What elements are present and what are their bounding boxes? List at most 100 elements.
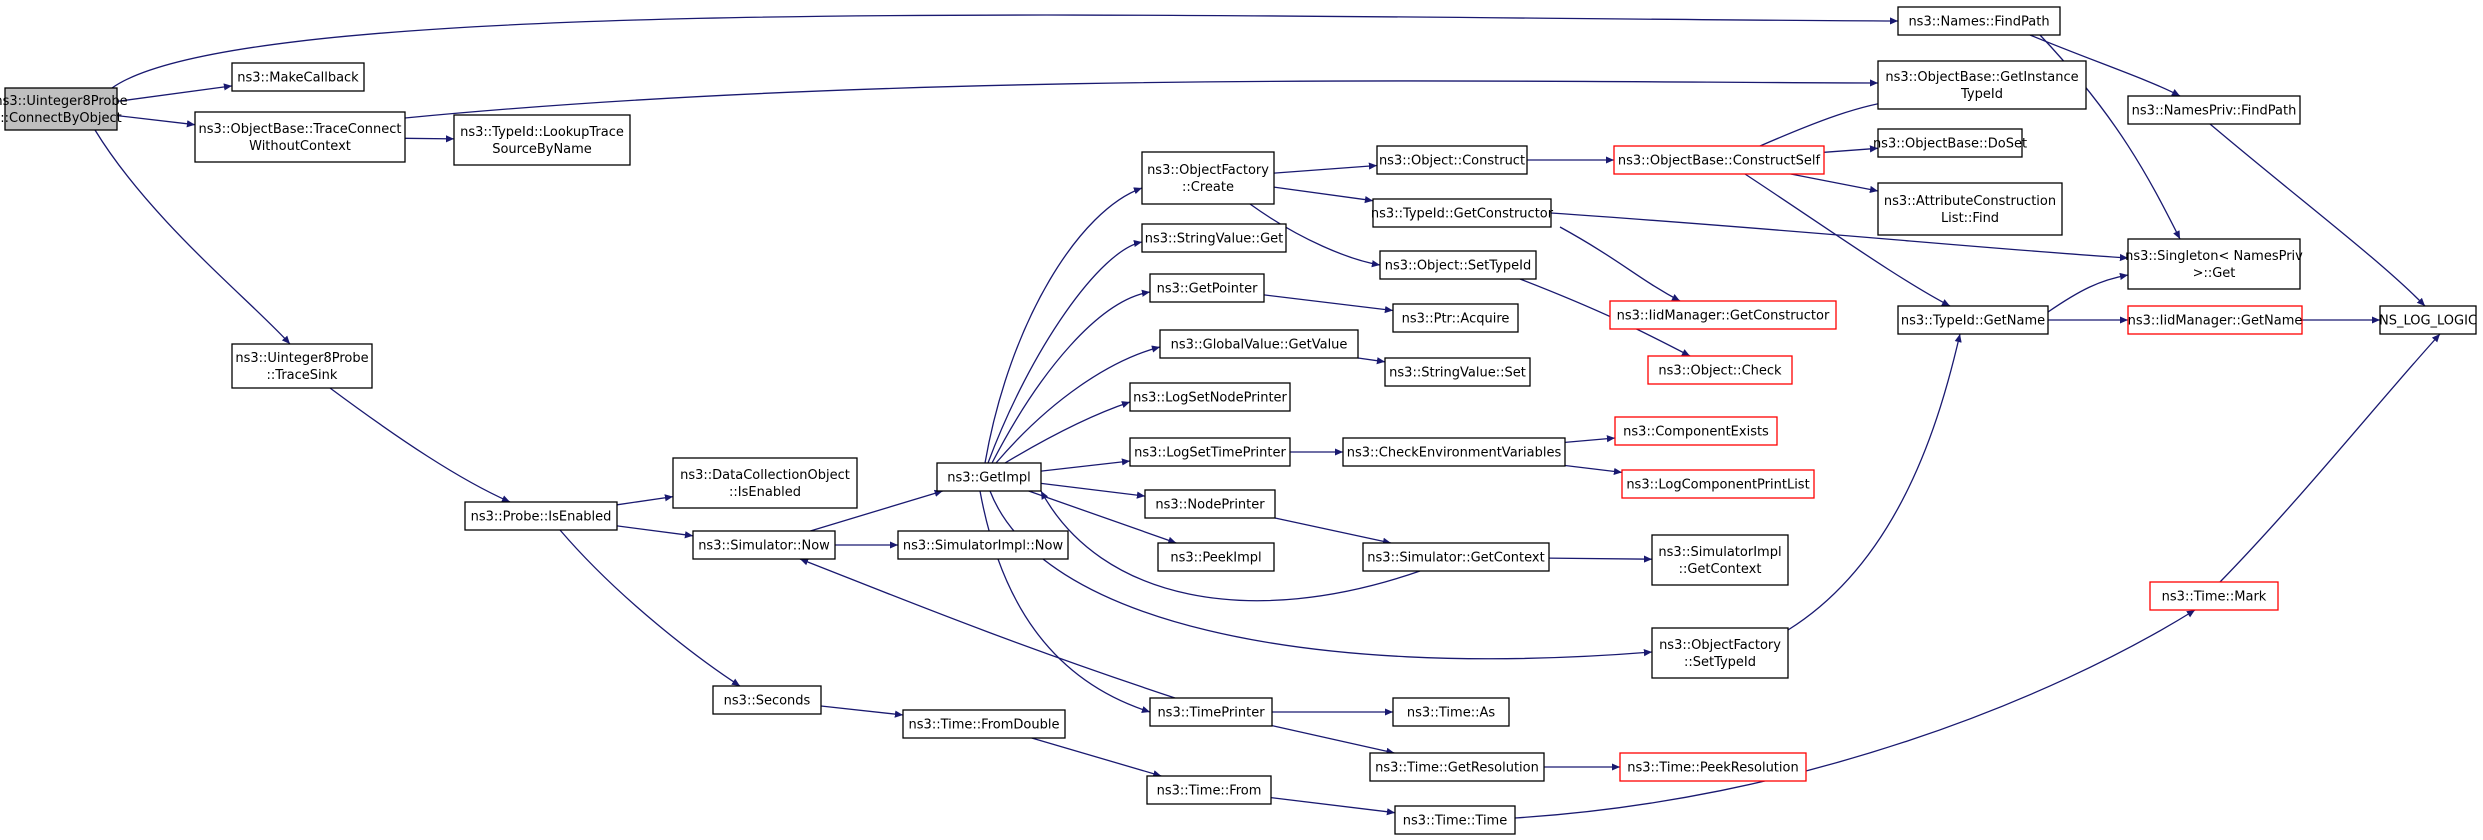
node-logcomplist[interactable]: ns3::LogComponentPrintList	[1621, 469, 1815, 499]
edge-simgetctx-to-simimplctx	[1548, 555, 1653, 563]
node-label: ns3::TypeId::LookupTrace	[460, 125, 624, 140]
node-objsettid[interactable]: ns3::Object::SetTypeId	[1379, 250, 1537, 280]
node-probeen[interactable]: ns3::Probe::IsEnabled	[464, 501, 618, 531]
node-peekres[interactable]: ns3::Time::PeekResolution	[1619, 752, 1807, 782]
node-box	[1129, 382, 1291, 412]
node-box	[2379, 305, 2477, 335]
node-getres[interactable]: ns3::Time::GetResolution	[1369, 752, 1545, 782]
node-box	[231, 343, 373, 389]
node-makecb[interactable]: ns3::MakeCallback	[231, 62, 365, 92]
node-logtime[interactable]: ns3::LogSetTimePrinter	[1129, 437, 1291, 467]
node-singleton[interactable]: ns3::Singleton< NamesPriv>::Get	[2125, 238, 2303, 290]
node-label: ns3::StringValue::Set	[1389, 366, 1526, 381]
edge-getimpl-to-logtime	[1040, 458, 1131, 472]
node-iidgetctor[interactable]: ns3::IidManager::GetConstructor	[1609, 300, 1837, 330]
node-timetime[interactable]: ns3::Time::Time	[1394, 805, 1516, 835]
node-box	[1129, 437, 1291, 467]
edge-root-to-makecb	[116, 83, 233, 103]
edge-getimpl-to-ofcreate	[984, 187, 1143, 464]
node-strset[interactable]: ns3::StringValue::Set	[1384, 357, 1531, 387]
node-simimplctx[interactable]: ns3::SimulatorImpl::GetContext	[1651, 534, 1789, 586]
edge-timetime-to-timemark	[1514, 609, 2196, 819]
node-gvget[interactable]: ns3::GlobalValue::GetValue	[1159, 329, 1359, 359]
node-namesprivfind[interactable]: ns3::NamesPriv::FindPath	[2127, 95, 2301, 125]
node-label: ns3::Seconds	[724, 694, 811, 709]
node-ofcreate[interactable]: ns3::ObjectFactory::Create	[1141, 151, 1275, 205]
node-compexists[interactable]: ns3::ComponentExists	[1614, 416, 1778, 446]
node-box	[1897, 305, 2049, 335]
node-label: ns3::Simulator::Now	[698, 539, 830, 554]
node-label: ns3::GetPointer	[1157, 282, 1258, 297]
edge-tracecon-to-obgetinst	[404, 79, 1879, 119]
node-nodeprinter[interactable]: ns3::NodePrinter	[1144, 489, 1276, 519]
node-label: ns3::TimePrinter	[1157, 706, 1265, 721]
node-label: ns3::Time::GetResolution	[1375, 761, 1539, 776]
node-label: ns3::StringValue::Get	[1145, 232, 1283, 247]
node-namesfind[interactable]: ns3::Names::FindPath	[1897, 6, 2061, 36]
node-timeas[interactable]: ns3::Time::As	[1392, 697, 1510, 727]
edge-layer	[94, 14, 2441, 819]
node-box	[712, 685, 822, 715]
node-root[interactable]: ns3::Uinteger8Probe::ConnectByObject	[0, 87, 128, 131]
node-label: ::Create	[1182, 180, 1234, 195]
node-lognode[interactable]: ns3::LogSetNodePrinter	[1129, 382, 1291, 412]
node-label: ns3::ObjectFactory	[1147, 163, 1269, 178]
node-label: ns3::TypeId::GetConstructor	[1371, 207, 1554, 222]
node-constructself[interactable]: ns3::ObjectBase::ConstructSelf	[1613, 145, 1825, 175]
node-box	[1619, 752, 1807, 782]
node-label: ns3::ObjectFactory	[1659, 638, 1781, 653]
node-getimpl[interactable]: ns3::GetImpl	[936, 462, 1042, 492]
node-simimplnow[interactable]: ns3::SimulatorImpl::Now	[897, 530, 1069, 560]
node-label: ::SetTypeId	[1684, 655, 1756, 670]
edge-root-to-tracecon	[116, 114, 196, 128]
node-dcoen[interactable]: ns3::DataCollectionObject::IsEnabled	[672, 457, 858, 509]
node-box	[692, 530, 836, 560]
edge-root-to-u8trace	[94, 129, 291, 345]
node-timefrom[interactable]: ns3::Time::From	[1146, 775, 1272, 805]
node-peekimpl[interactable]: ns3::PeekImpl	[1157, 542, 1275, 572]
node-box	[453, 114, 631, 166]
node-objconstruct[interactable]: ns3::Object::Construct	[1376, 145, 1528, 175]
node-fromdouble[interactable]: ns3::Time::FromDouble	[902, 709, 1066, 739]
node-nslog[interactable]: NS_LOG_LOGIC	[2379, 305, 2477, 335]
node-checkenv[interactable]: ns3::CheckEnvironmentVariables	[1342, 437, 1566, 467]
node-label: ns3::Singleton< NamesPriv	[2125, 249, 2303, 264]
node-tidgetname[interactable]: ns3::TypeId::GetName	[1897, 305, 2049, 335]
node-strget[interactable]: ns3::StringValue::Get	[1141, 223, 1287, 253]
node-ptracquire[interactable]: ns3::Ptr::Acquire	[1392, 303, 1519, 333]
edge-simgetctx-to-getimpl	[1040, 490, 1421, 602]
node-obdoset[interactable]: ns3::ObjectBase::DoSet	[1873, 128, 2027, 158]
node-label: ns3::Time::From	[1157, 784, 1262, 799]
node-u8trace[interactable]: ns3::Uinteger8Probe::TraceSink	[231, 343, 373, 389]
node-label: ns3::AttributeConstruction	[1884, 194, 2056, 209]
node-tracecon[interactable]: ns3::ObjectBase::TraceConnectWithoutCont…	[194, 111, 406, 163]
node-label: ns3::IidManager::GetName	[2128, 314, 2303, 329]
node-label: List::Find	[1941, 211, 1999, 226]
node-timemark[interactable]: ns3::Time::Mark	[2149, 581, 2279, 611]
node-simgetctx[interactable]: ns3::Simulator::GetContext	[1362, 542, 1550, 572]
edge-getimpl-to-nodeprinter	[1040, 482, 1146, 499]
edge-timeprinter-to-getres	[1271, 724, 1395, 755]
node-getptr[interactable]: ns3::GetPointer	[1149, 273, 1265, 303]
node-label: ns3::Time::FromDouble	[909, 718, 1060, 733]
node-label: >::Get	[2193, 266, 2236, 281]
node-seconds[interactable]: ns3::Seconds	[712, 685, 822, 715]
node-label: ::ConnectByObject	[0, 111, 121, 126]
node-box	[1149, 697, 1273, 727]
node-box	[1141, 151, 1275, 205]
node-box	[672, 457, 858, 509]
node-ofsettid[interactable]: ns3::ObjectFactory::SetTypeId	[1651, 627, 1789, 679]
node-iidgetname[interactable]: ns3::IidManager::GetName	[2127, 305, 2303, 335]
node-timeprinter[interactable]: ns3::TimePrinter	[1149, 697, 1273, 727]
node-box	[1144, 489, 1276, 519]
edge-getimpl-to-peekimpl	[1028, 490, 1177, 544]
node-box	[2127, 95, 2301, 125]
node-simnow[interactable]: ns3::Simulator::Now	[692, 530, 836, 560]
node-box	[1651, 627, 1789, 679]
node-box	[1392, 303, 1519, 333]
node-tidgetctor[interactable]: ns3::TypeId::GetConstructor	[1371, 198, 1554, 228]
node-objcheck[interactable]: ns3::Object::Check	[1647, 355, 1793, 385]
